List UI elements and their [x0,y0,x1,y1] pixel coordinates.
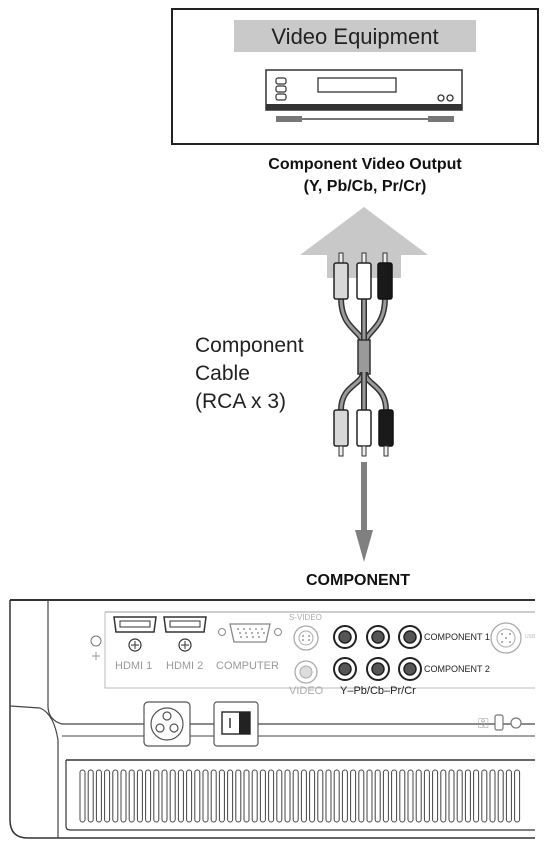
vent-slot [276,769,283,823]
vent-slot [473,769,480,823]
vent-slot [382,769,389,823]
bottom-plug-left [333,409,349,457]
vcr-icon [265,69,463,122]
vent-slot [448,769,455,823]
vent-slot [153,769,160,823]
component-cable [333,252,394,457]
video-port [294,660,318,684]
svideo-port [293,625,319,651]
vent-slot [374,769,381,823]
vent-slot [456,769,463,823]
vent-slot [210,769,217,823]
vent-slot [259,769,266,823]
vent-slot [309,769,316,823]
kensington-lock-icon: ⚿ [478,714,522,731]
computer-port [218,623,282,643]
output-label-line1: Component Video Output [268,156,462,173]
vent-slot [235,769,242,823]
vent-slot [366,769,373,823]
vent-slot [505,769,512,823]
video-equipment: Video Equipment [171,8,539,145]
vent-slot [407,769,414,823]
component1-label: COMPONENT 1 [424,632,490,642]
vent-slot [120,769,127,823]
component2-ports [333,657,422,681]
vent-slot [341,769,348,823]
vent-slot [464,769,471,823]
component1-ports [333,625,422,649]
vent-slot [514,769,521,823]
vent-slot [112,769,119,823]
vent-slot [268,769,275,823]
vent-slot [358,769,365,823]
vent-slot [489,769,496,823]
vent-slot [218,769,225,823]
hdmi1-label: HDMI 1 [115,660,152,672]
projector-panel: HDMI 1 HDMI 2 COMPUTER S-VIDEO VI [9,599,536,839]
vent-slot [440,769,447,823]
vent-slot [87,769,94,823]
vent-slot [202,769,209,823]
vent-slot [169,769,176,823]
hdmi2-port [163,616,207,652]
equipment-title: Video Equipment [271,24,438,49]
svg-text:⚿: ⚿ [478,715,489,731]
svideo-label: S-VIDEO [289,613,322,622]
vent-slot [145,769,152,823]
vent-slot [177,769,184,823]
output-label-line2: (Y, Pb/Cb, Pr/Cr) [304,178,427,195]
vent-slot [300,769,307,823]
cable-label-line2: Cable [195,362,250,385]
vent-slot [292,769,299,823]
vent-slot [194,769,201,823]
vent-slot [251,769,258,823]
vent-slot [497,769,504,823]
vent-slot [186,769,193,823]
bottom-plug-right [378,409,394,457]
vent-slot [399,769,406,823]
video-label: VIDEO [289,685,324,697]
vent-slot [333,769,340,823]
computer-label: COMPUTER [216,660,279,672]
vent-slot [128,769,135,823]
vent-slot [432,769,439,823]
top-plug-right [377,252,393,300]
usb-edge-label: USB [525,634,536,640]
vent-slot [95,769,102,823]
vent-slot [136,769,143,823]
vent-slot [243,769,250,823]
y-pb-pr-label: Y–Pb/Cb–Pr/Cr [340,685,416,697]
ground-screw-icon [90,635,102,660]
up-arrow [300,207,428,278]
vent-slot [350,769,357,823]
cable-label-line3: (RCA x 3) [195,390,286,413]
vent-slot [227,769,234,823]
vent-slot [325,769,332,823]
hdmi2-label: HDMI 2 [166,660,203,672]
vent-slot [104,769,111,823]
vent-slot [423,769,430,823]
vent-slot [317,769,324,823]
control-port [490,622,522,654]
equipment-title-bar [234,20,476,52]
power-inlet-icon [143,701,191,747]
vent-slot [391,769,398,823]
vent-slot [79,769,86,823]
component2-label: COMPONENT 2 [424,664,490,674]
hdmi1-port [113,616,157,652]
vent-slot [481,769,488,823]
bottom-plug-middle [356,409,372,457]
top-plug-left [333,252,349,300]
down-arrow [355,462,373,562]
top-plug-middle [356,252,372,300]
vent-slot [161,769,168,823]
input-label: COMPONENT [306,572,410,589]
vent-grille [79,769,521,823]
vent-slot [284,769,291,823]
cable-label-line1: Component [195,334,304,357]
vent-slot [415,769,422,823]
power-switch-icon [213,701,259,747]
